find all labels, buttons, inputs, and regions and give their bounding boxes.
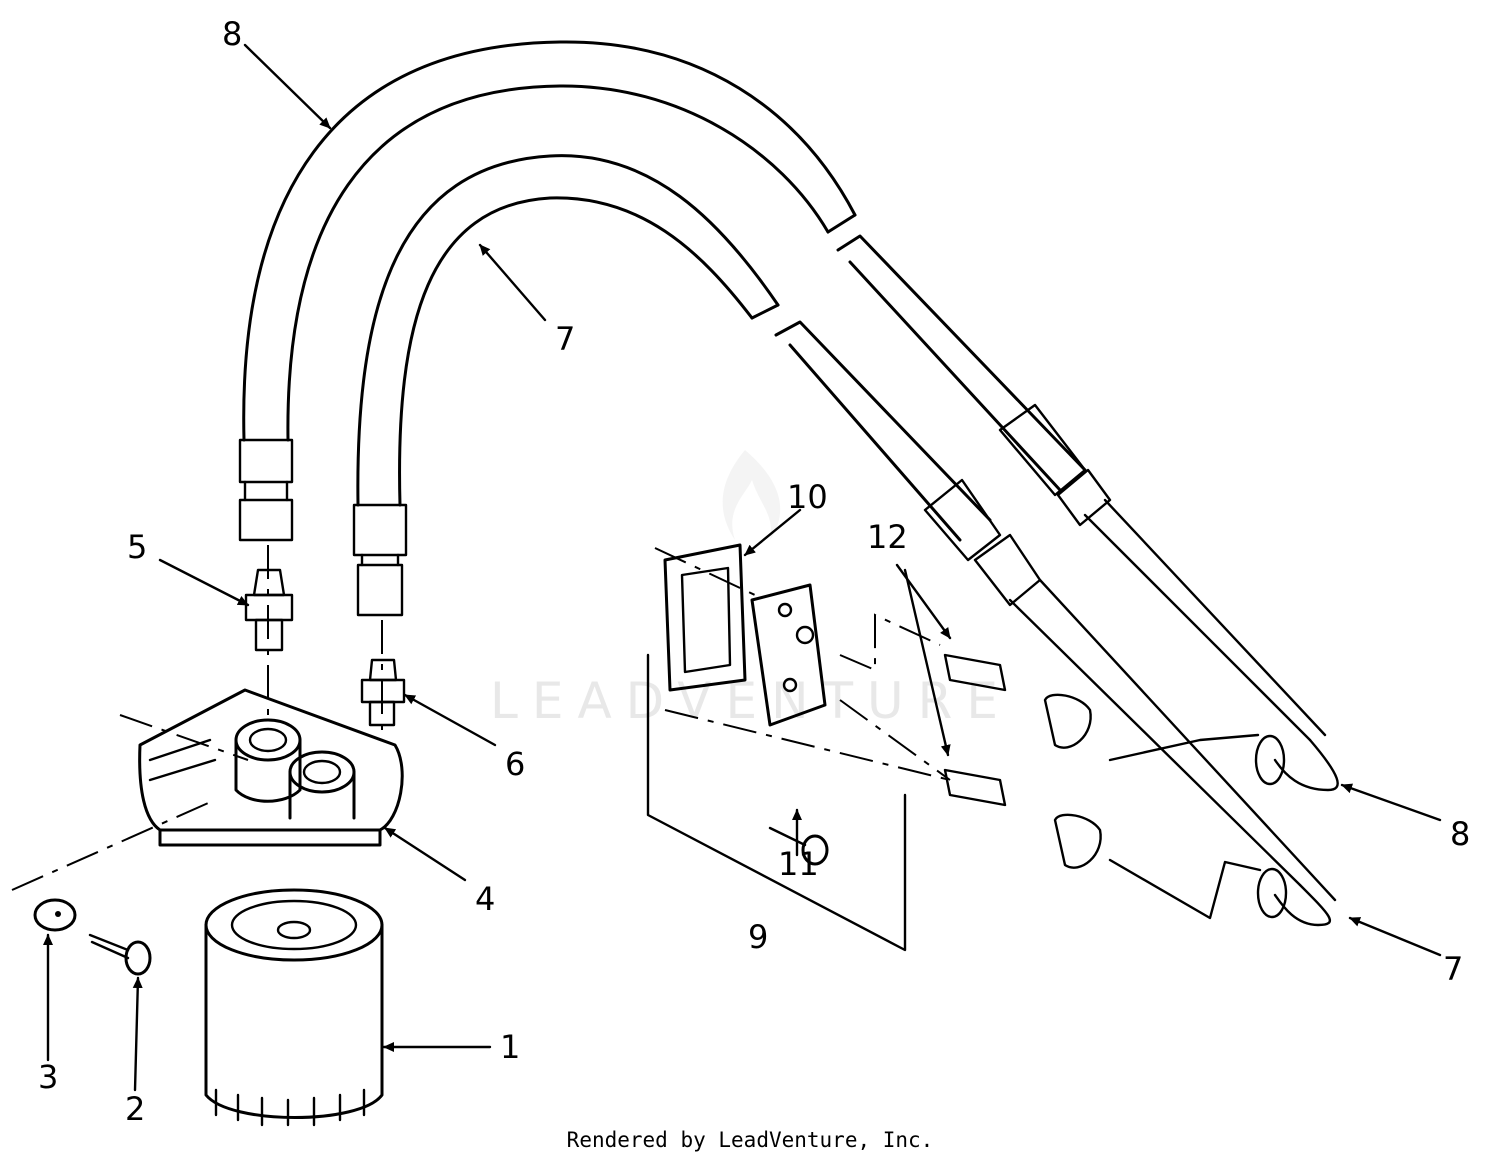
callout-8-upper: 8 bbox=[222, 15, 242, 53]
hose-8 bbox=[238, 40, 1339, 792]
callout-12: 12 bbox=[867, 518, 908, 556]
callout-1: 1 bbox=[500, 1028, 520, 1066]
leader-lines bbox=[43, 43, 1442, 1092]
oil-filter bbox=[204, 888, 384, 1127]
filter-adapter bbox=[11, 545, 404, 891]
callout-10: 10 bbox=[787, 478, 828, 516]
washer-3 bbox=[33, 898, 77, 932]
fittings-12 bbox=[943, 653, 1102, 869]
callout-4: 4 bbox=[475, 880, 495, 918]
callout-7-lower: 7 bbox=[1443, 950, 1463, 988]
watermark-logo bbox=[722, 450, 781, 540]
fitting-6 bbox=[360, 658, 406, 727]
callout-5: 5 bbox=[127, 528, 147, 566]
gasket-10 bbox=[663, 543, 747, 692]
callouts: 1 2 3 4 5 6 7 7 8 8 9 10 11 12 bbox=[38, 15, 1470, 1128]
callout-7-upper: 7 bbox=[555, 320, 575, 358]
screw-11 bbox=[768, 826, 829, 866]
callout-3: 3 bbox=[38, 1058, 58, 1096]
kit-bracket bbox=[646, 547, 951, 952]
callout-11: 11 bbox=[778, 845, 819, 883]
adapter-plate bbox=[750, 583, 827, 727]
fitting-5 bbox=[244, 568, 294, 652]
hose-7 bbox=[352, 154, 1337, 927]
bolt-2 bbox=[88, 933, 152, 976]
callout-2: 2 bbox=[125, 1090, 145, 1128]
watermark-text: LEADVENTURE bbox=[490, 672, 1012, 730]
callout-9: 9 bbox=[748, 918, 768, 956]
callout-8-lower: 8 bbox=[1450, 815, 1470, 853]
callout-6: 6 bbox=[505, 745, 525, 783]
footer-credit: Rendered by LeadVenture, Inc. bbox=[566, 1128, 934, 1152]
